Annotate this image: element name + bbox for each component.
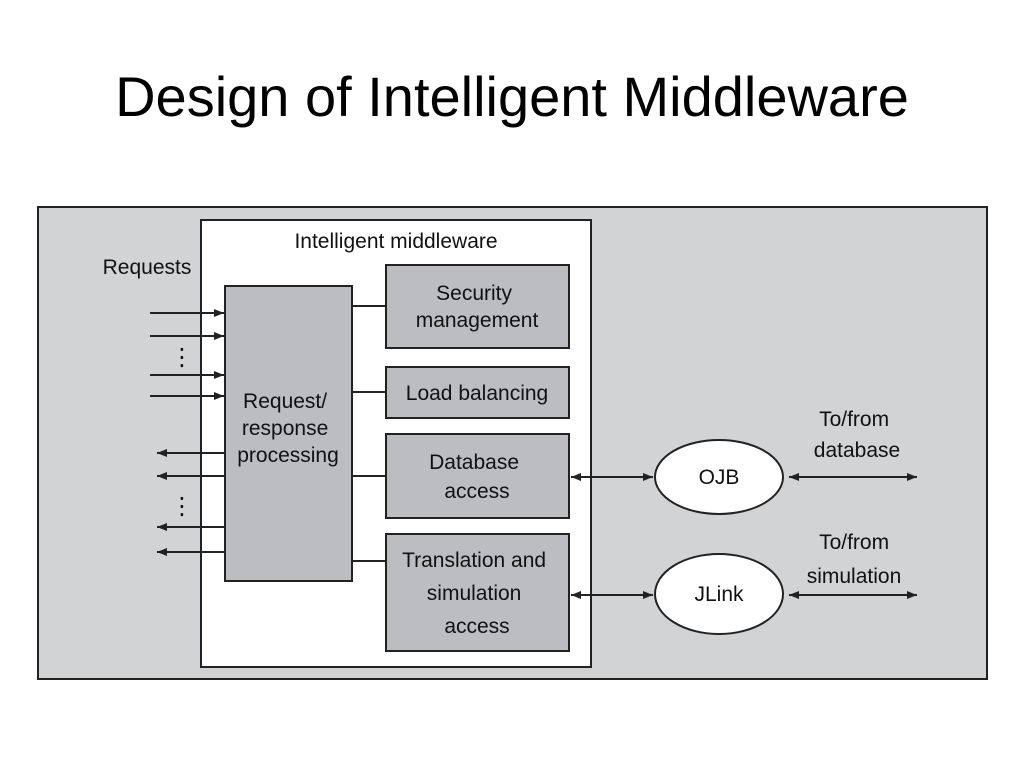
translation-simulation-line-3: access — [444, 615, 509, 638]
requests-ellipsis: ⋮ — [170, 344, 194, 371]
load-balancing-line-1: Load balancing — [406, 382, 548, 405]
database-access-line-2: access — [444, 480, 509, 503]
security-management-box — [385, 264, 570, 349]
to-from-database-label: To/from database — [814, 408, 900, 462]
middleware-container-label: Intelligent middleware — [294, 230, 497, 253]
to-from-simulation-label: To/from simulation — [807, 531, 902, 588]
ojb-connector-node — [654, 439, 784, 515]
to-from-database-line-1: To/from — [819, 408, 889, 431]
database-access-label: Database access — [429, 451, 525, 503]
request-processing-box — [224, 285, 353, 582]
translation-simulation-line-1: Translation and — [402, 549, 546, 572]
request-processing-label: Request/ response processing — [237, 390, 339, 467]
to-from-simulation-line-1: To/from — [819, 531, 889, 554]
request-processing-line-1: Request/ — [243, 390, 327, 413]
request-processing-line-2: response — [242, 417, 328, 440]
load-balancing-box — [385, 366, 570, 419]
request-processing-line-3: processing — [237, 444, 339, 467]
security-management-line-1: Security — [436, 282, 512, 305]
jlink-label: JLink — [694, 583, 744, 606]
security-management-line-2: management — [416, 309, 539, 332]
load-balancing-label: Load balancing — [406, 382, 548, 405]
jlink-connector-node — [654, 553, 784, 635]
slide-title: Design of Intelligent Middleware — [115, 65, 909, 128]
database-access-box — [385, 433, 570, 519]
database-access-line-1: Database — [429, 451, 519, 474]
responses-ellipsis: ⋮ — [170, 493, 194, 520]
translation-simulation-box — [385, 533, 570, 652]
to-from-simulation-line-2: simulation — [807, 565, 902, 588]
requests-label: Requests — [103, 256, 192, 279]
ojb-label: OJB — [699, 466, 740, 489]
to-from-database-line-2: database — [814, 439, 900, 462]
translation-simulation-label: Translation and simulation access — [402, 549, 552, 638]
security-management-label: Security management — [416, 282, 539, 332]
translation-simulation-line-2: simulation — [427, 582, 522, 605]
